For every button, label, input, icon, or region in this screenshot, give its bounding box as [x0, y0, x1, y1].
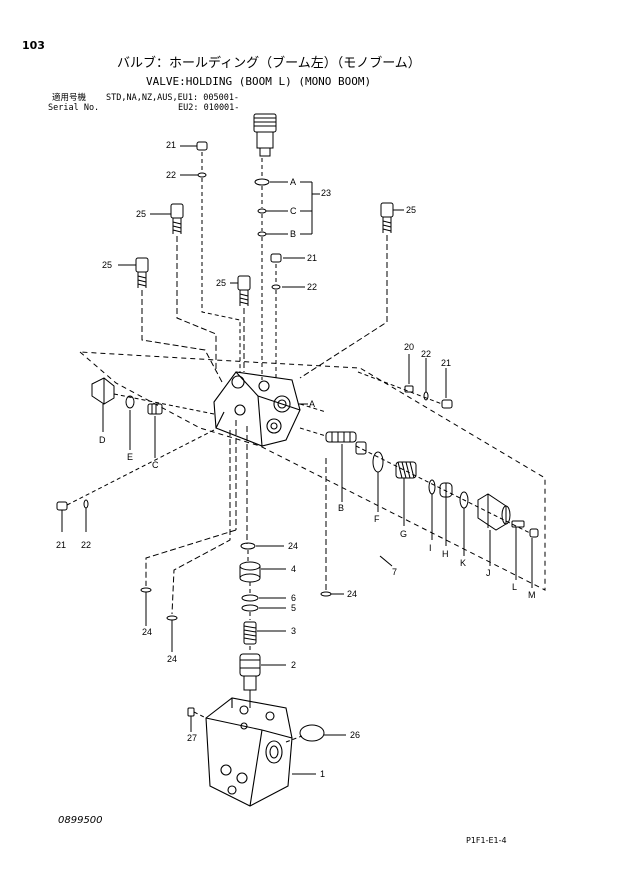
- ring-B: [257, 231, 267, 237]
- seat-F: [372, 451, 384, 473]
- callout-25: 25: [216, 278, 227, 288]
- callout-27: 27: [187, 733, 198, 743]
- callout-24: 24: [167, 654, 178, 664]
- ring-24: [240, 542, 256, 550]
- bolt-25-b: [380, 202, 394, 233]
- callout-21: 21: [56, 540, 67, 550]
- callout-22: 22: [307, 282, 318, 292]
- callout-D: D: [99, 435, 106, 445]
- o-ring-E: [125, 395, 135, 409]
- callout-G: G: [400, 529, 408, 539]
- callout-M: M: [528, 590, 536, 600]
- cartridge-23: [253, 113, 277, 157]
- callout-22: 22: [421, 349, 432, 359]
- callout-5: 5: [291, 603, 297, 613]
- page-code: P1F1-E1-4: [466, 836, 507, 845]
- callout-22: 22: [81, 540, 92, 550]
- callout-B: B: [290, 229, 297, 239]
- callout-24: 24: [347, 589, 358, 599]
- bolt-25-c: [135, 257, 149, 288]
- callout-22: 22: [166, 170, 177, 180]
- callout-F: F: [374, 514, 380, 524]
- page-number: 103: [22, 39, 45, 52]
- applicability-line-2: EU2: 010001-: [178, 103, 240, 113]
- valve-body: [213, 371, 301, 447]
- callout-B: B: [338, 503, 345, 513]
- callout-6: 6: [291, 593, 297, 603]
- callout-7: 7: [392, 567, 398, 577]
- title-japanese: バルブ：ホールディング（ブーム左）（モノブーム）: [117, 56, 421, 71]
- subassembly-7-boundary: [78, 351, 546, 591]
- ring-6: [241, 594, 259, 602]
- callout-E: E: [127, 452, 134, 462]
- sleeve-C: [147, 403, 163, 415]
- callout-J: J: [486, 568, 491, 578]
- callout-21: 21: [307, 253, 318, 263]
- callout-H: H: [442, 549, 449, 559]
- spring-3: [243, 621, 257, 645]
- callout-24: 24: [142, 627, 153, 637]
- plug-27: [187, 707, 195, 717]
- callout-21: 21: [441, 358, 452, 368]
- ring-C: [257, 208, 267, 214]
- callout-3: 3: [291, 626, 297, 636]
- callout-L: L: [512, 582, 518, 592]
- plug-4: [239, 561, 261, 583]
- screw-L: [511, 520, 525, 528]
- bolt-25-d: [237, 275, 251, 306]
- callout-2: 2: [291, 660, 297, 670]
- o-ring-26: [299, 724, 325, 742]
- callout-23: 23: [321, 188, 332, 198]
- valve-block-1: [205, 697, 293, 807]
- callout-1: 1: [320, 769, 326, 779]
- piston-H: [439, 482, 453, 498]
- callout-25: 25: [102, 260, 113, 270]
- callout-I: I: [429, 543, 432, 553]
- ring-I: [428, 479, 436, 495]
- cap-J: [477, 493, 511, 531]
- callout-25: 25: [406, 205, 417, 215]
- applicability-label-jp: 適用号機: [52, 93, 87, 103]
- callout-C: C: [290, 206, 297, 216]
- ring-5: [241, 604, 259, 612]
- poppet-2: [239, 653, 261, 708]
- callout-C: C: [152, 460, 159, 470]
- bolt-25-a: [170, 203, 184, 234]
- callout-24: 24: [288, 541, 299, 551]
- spool-B: [325, 431, 367, 455]
- callout-A: A: [290, 177, 297, 187]
- spring-G: [395, 461, 417, 479]
- callout-25: 25: [136, 209, 147, 219]
- applicability-line-1: STD,NA,NZ,AUS,EU1: 005001-: [106, 93, 240, 103]
- callout-20: 20: [404, 342, 415, 352]
- callout-26: 26: [350, 730, 361, 740]
- callout-A: A: [309, 399, 316, 409]
- plug-D: [91, 377, 115, 405]
- drawing-code: 0899500: [58, 815, 103, 826]
- nut-M: [529, 528, 539, 538]
- o-ring-A: [254, 178, 270, 186]
- applicability-label-en: Serial No.: [48, 103, 100, 113]
- callout-K: K: [460, 558, 467, 568]
- callout-4: 4: [291, 564, 297, 574]
- callout-21: 21: [166, 140, 177, 150]
- title-english: VALVE:HOLDING (BOOM L) (MONO BOOM): [146, 75, 372, 88]
